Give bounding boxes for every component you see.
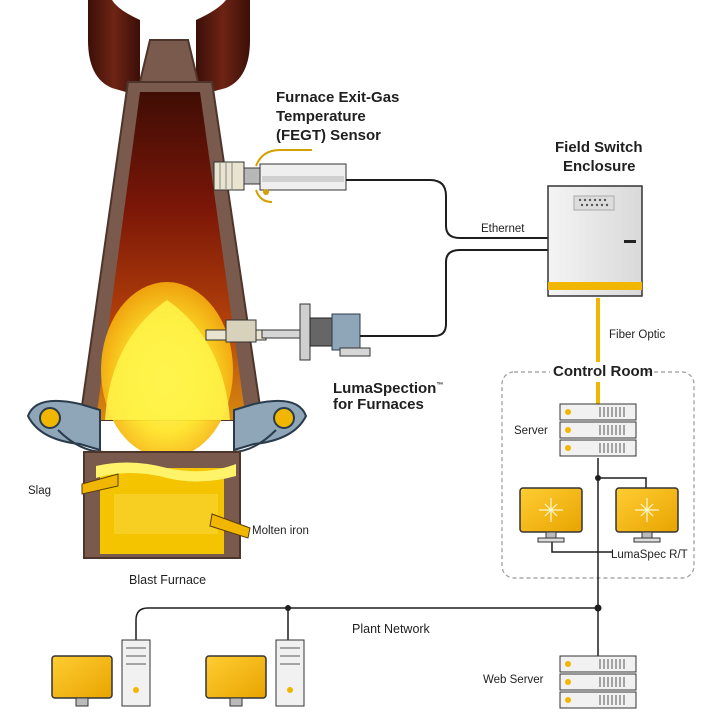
slag-label: Slag	[28, 485, 52, 497]
desktop-computer-icon	[51, 639, 151, 707]
molten-iron-label: Molten iron	[252, 525, 309, 537]
web-server-icon	[559, 655, 637, 709]
blast-furnace-label: Blast Furnace	[129, 573, 207, 587]
slag-layer	[96, 462, 236, 482]
lumaspection-label-line2: for Furnaces	[333, 396, 424, 413]
field-switch-label-line2: Enclosure	[563, 158, 636, 175]
ethernet-cables	[346, 179, 548, 337]
server-icon	[559, 403, 637, 457]
slag-tap	[81, 473, 119, 495]
desktop-computer-icon	[205, 639, 305, 707]
fegt-sensor-label-line2: Temperature	[276, 108, 366, 125]
lumaspection-sensor-icon	[205, 303, 371, 361]
fegt-sensor-icon	[213, 149, 347, 203]
bustle-pipe	[26, 400, 308, 453]
plant-network-wiring	[135, 607, 599, 656]
uptake-duct-left	[88, 0, 140, 96]
uptake-duct-right	[196, 0, 250, 96]
server-label: Server	[514, 425, 548, 437]
ethernet-label: Ethernet	[481, 223, 525, 235]
plant-network-label: Plant Network	[352, 622, 430, 636]
lumaspec-rt-label: LumaSpec R/T	[611, 549, 688, 561]
monitor-icon	[615, 487, 679, 543]
lumaspection-label-line1: LumaSpection™	[333, 376, 443, 398]
control-room-label: Control Room	[553, 363, 653, 380]
field-switch-label-line1: Field Switch	[555, 139, 643, 156]
blast-furnace	[26, 0, 308, 559]
lumaspection-name: LumaSpection	[333, 380, 437, 397]
iron-tap	[209, 513, 251, 539]
trademark-symbol: ™	[436, 382, 444, 389]
fegt-sensor-label-line3: (FEGT) Sensor	[276, 127, 382, 144]
fiber-optic-label: Fiber Optic	[609, 329, 666, 341]
monitor-icon	[519, 487, 583, 543]
switch-enclosure-icon	[547, 185, 643, 297]
fegt-sensor-label-line1: Furnace Exit-Gas	[276, 89, 400, 106]
web-server-label: Web Server	[483, 674, 544, 686]
